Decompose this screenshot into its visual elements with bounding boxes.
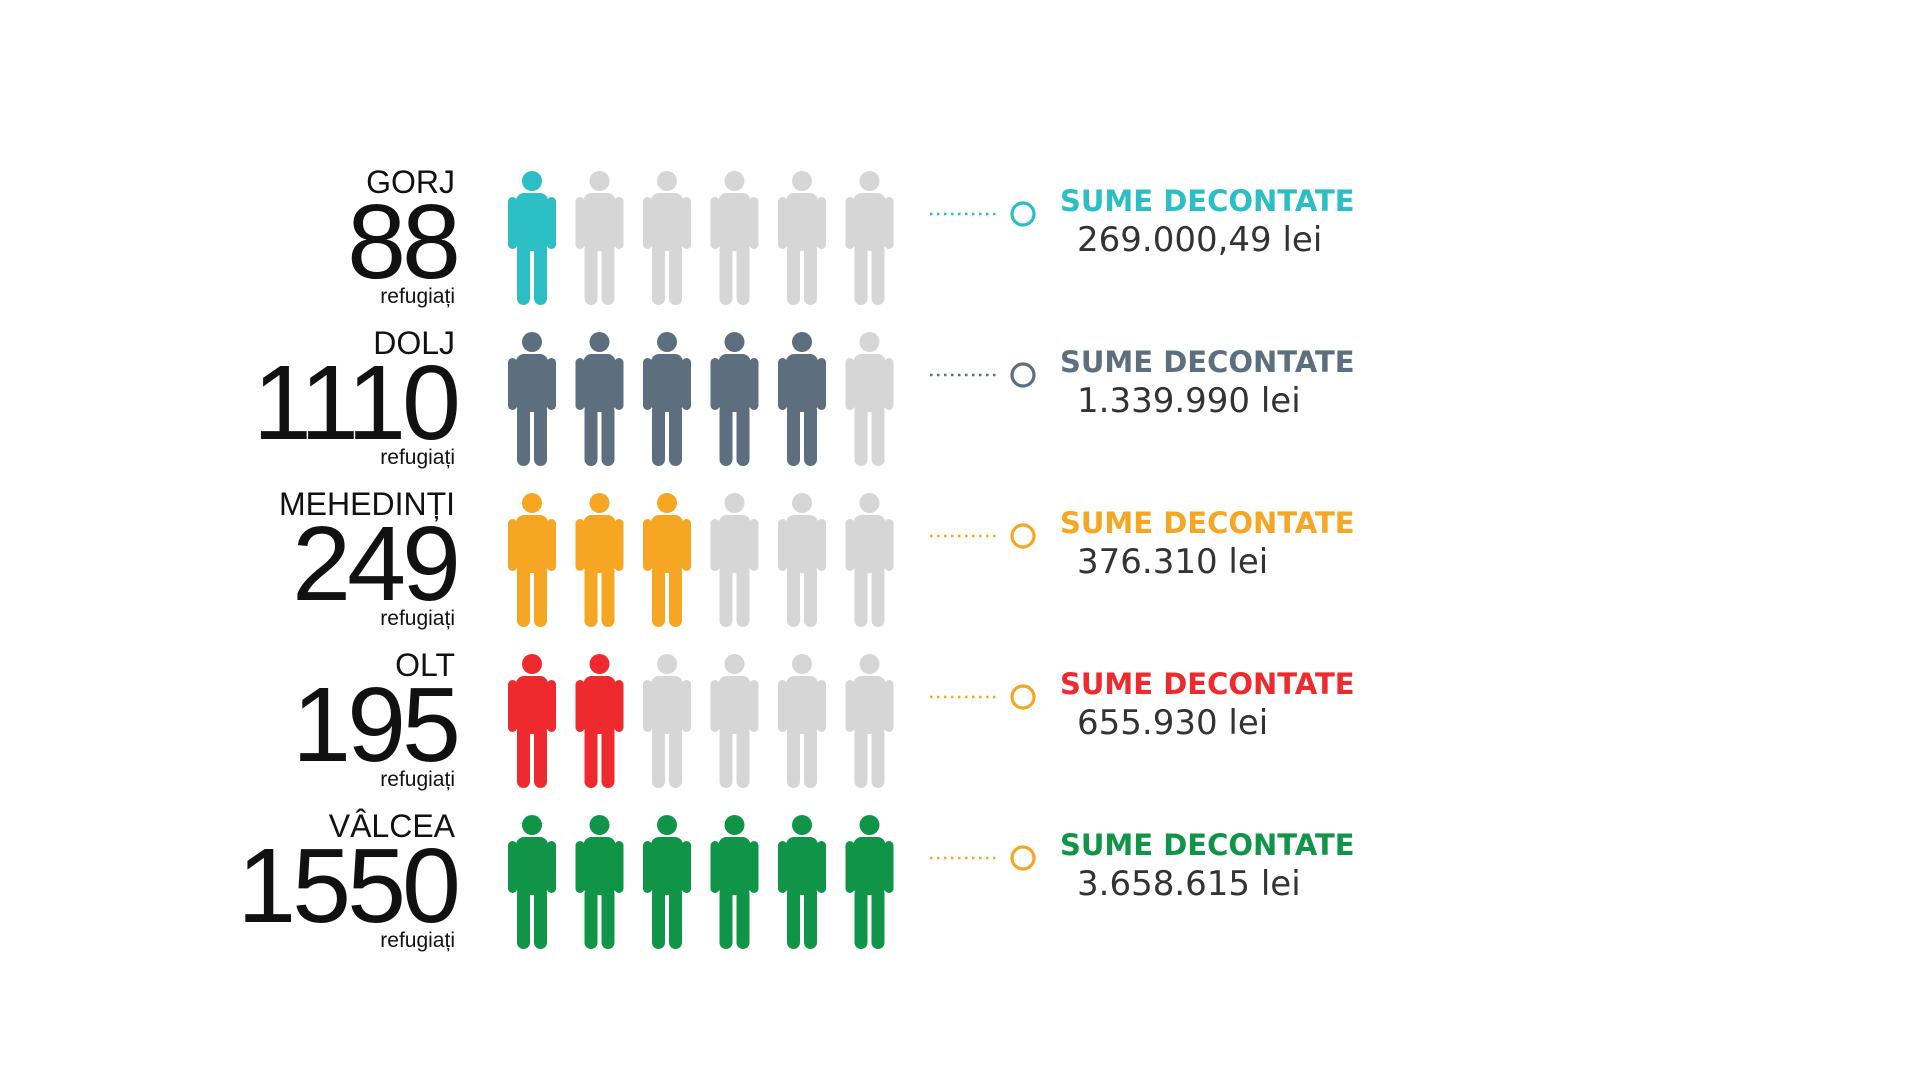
person-icon-filled xyxy=(778,815,826,949)
refugee-count: 88 xyxy=(347,183,457,301)
person-icon-empty xyxy=(778,654,826,788)
county-name: OLT xyxy=(395,647,455,683)
person-icon-empty xyxy=(710,171,759,305)
person-icon-filled xyxy=(643,493,691,627)
county-name: DOLJ xyxy=(373,325,455,361)
person-icon-empty xyxy=(845,493,894,627)
person-icon-filled xyxy=(508,654,556,788)
county-name: GORJ xyxy=(366,164,455,200)
sum-label: SUME DECONTATE xyxy=(1060,184,1355,218)
refugee-count: 1550 xyxy=(237,827,457,945)
person-icon-filled xyxy=(575,493,624,627)
sum-amount: 269.000,49 lei xyxy=(1077,220,1322,260)
person-icon-empty xyxy=(778,493,826,627)
county-name: VÂLCEA xyxy=(329,808,456,844)
refugee-count: 1110 xyxy=(253,344,457,462)
sum-label: SUME DECONTATE xyxy=(1060,667,1355,701)
person-icon-empty xyxy=(710,654,759,788)
sum-label: SUME DECONTATE xyxy=(1060,828,1355,862)
person-icon-empty xyxy=(575,171,624,305)
person-icon-empty xyxy=(778,171,826,305)
person-icon-filled xyxy=(643,332,691,466)
person-icon-filled xyxy=(575,654,624,788)
person-icon-empty xyxy=(643,654,691,788)
person-icon-filled xyxy=(575,332,624,466)
circle-marker-icon xyxy=(1010,201,1036,227)
circle-marker-icon xyxy=(1010,523,1036,549)
circle-marker-icon xyxy=(1010,684,1036,710)
refugee-unit-label: refugiați xyxy=(380,446,455,469)
person-icon-empty xyxy=(643,171,691,305)
refugee-unit-label: refugiați xyxy=(380,285,455,308)
person-icon-filled xyxy=(710,332,759,466)
sum-amount: 376.310 lei xyxy=(1077,542,1268,582)
person-icon-empty xyxy=(845,171,894,305)
person-icon-filled xyxy=(575,815,624,949)
sum-amount: 1.339.990 lei xyxy=(1077,381,1301,421)
sum-amount: 655.930 lei xyxy=(1077,703,1268,743)
refugee-unit-label: refugiați xyxy=(380,768,455,791)
person-icon-empty xyxy=(845,654,894,788)
circle-marker-icon xyxy=(1010,845,1036,871)
person-icon-filled xyxy=(508,815,556,949)
person-icon-filled xyxy=(508,332,556,466)
person-icon-filled xyxy=(643,815,691,949)
person-icon-filled xyxy=(710,815,759,949)
sum-label: SUME DECONTATE xyxy=(1060,345,1355,379)
person-icon-empty xyxy=(845,332,894,466)
person-icon-filled xyxy=(508,493,556,627)
sum-label: SUME DECONTATE xyxy=(1060,506,1355,540)
sum-amount: 3.658.615 lei xyxy=(1077,864,1301,904)
refugee-unit-label: refugiați xyxy=(380,607,455,630)
refugee-unit-label: refugiați xyxy=(380,929,455,952)
county-name: MEHEDINȚI xyxy=(279,486,455,522)
person-icon-empty xyxy=(710,493,759,627)
circle-marker-icon xyxy=(1010,362,1036,388)
refugee-count: 249 xyxy=(292,505,457,623)
person-icon-filled xyxy=(508,171,556,305)
person-icon-filled xyxy=(845,815,894,949)
person-icon-filled xyxy=(778,332,826,466)
refugee-count: 195 xyxy=(292,666,457,784)
